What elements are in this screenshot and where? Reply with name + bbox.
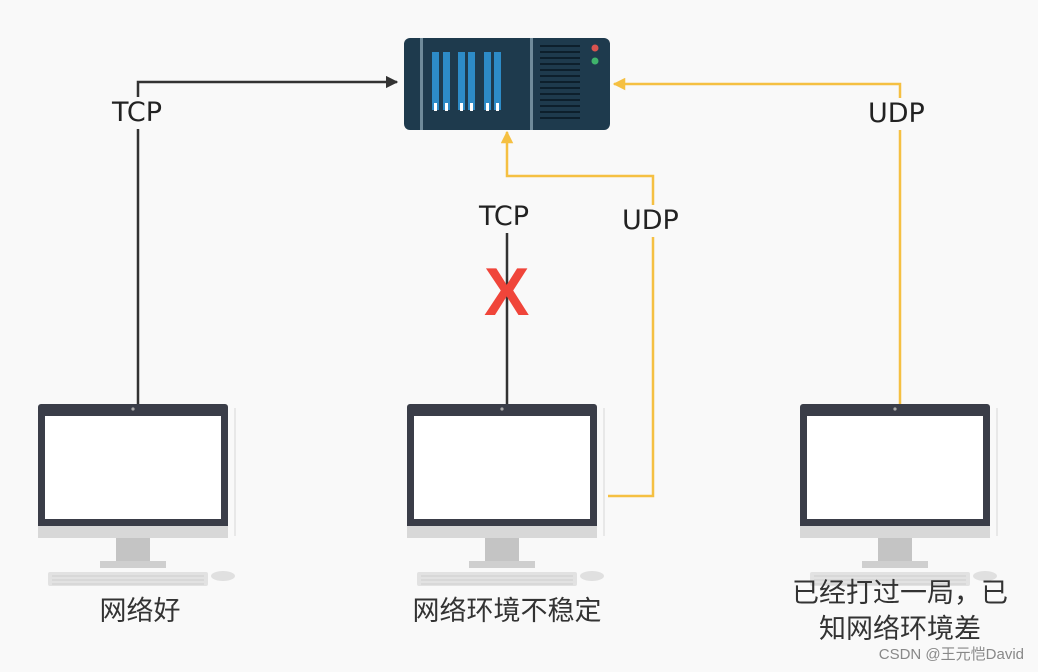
server-icon xyxy=(404,38,610,130)
caption-right-client-line2: 知网络环境差 xyxy=(819,614,981,645)
edge-label-middle-tcp: TCP xyxy=(477,201,532,233)
caption-middle-client: 网络环境不稳定 xyxy=(412,596,602,627)
monitor-icon-middle xyxy=(406,403,606,587)
middle-udp-line xyxy=(500,130,655,498)
left-tcp-line xyxy=(136,75,399,404)
right-udp-line xyxy=(612,77,902,404)
failure-x-mark: X xyxy=(484,254,530,330)
edge-label-right-udp: UDP xyxy=(866,98,927,130)
edge-label-left-tcp: TCP xyxy=(110,97,165,129)
monitor-icon-right xyxy=(799,403,999,587)
caption-right-client-line1: 已经打过一局，已 xyxy=(792,578,1008,609)
caption-left-client: 网络好 xyxy=(99,596,181,627)
edge-label-middle-udp: UDP xyxy=(620,205,681,237)
watermark: CSDN @王元恺David xyxy=(878,646,1024,663)
monitor-icon-left xyxy=(37,403,237,587)
